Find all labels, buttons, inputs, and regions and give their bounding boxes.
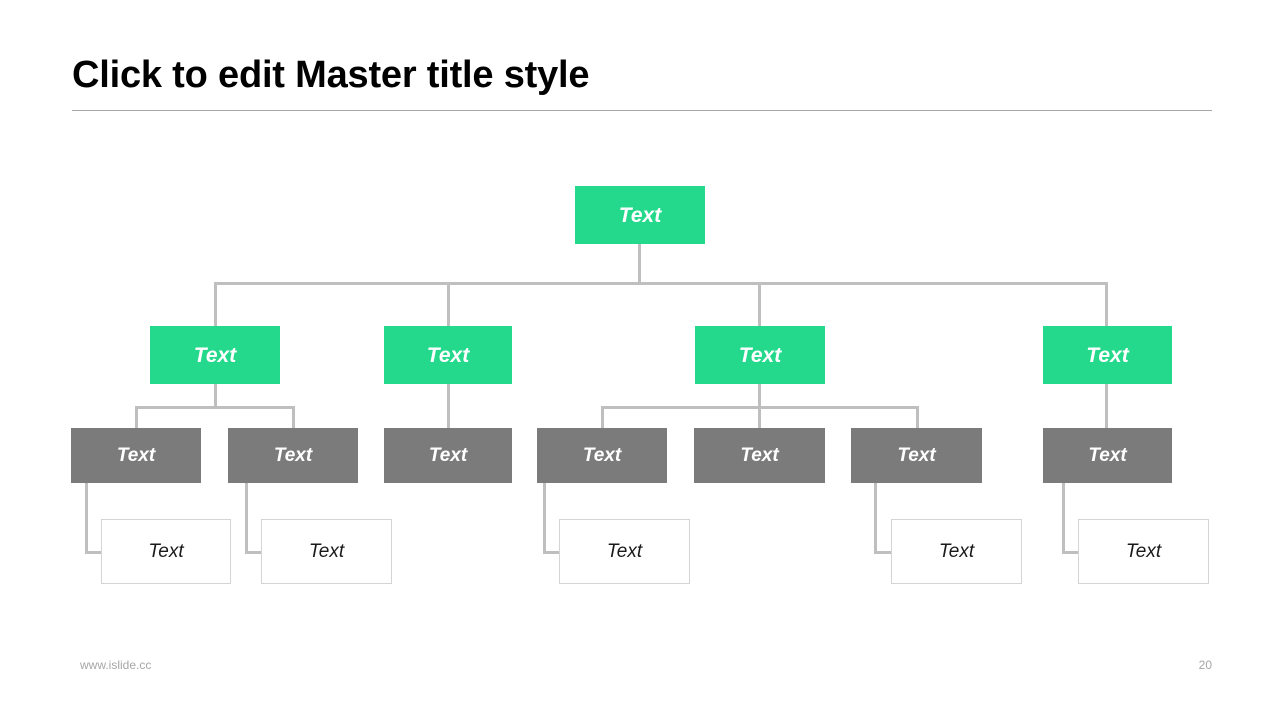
node-level4-3[interactable]: Text [559,519,690,584]
node-level3-4-label: Text [582,445,622,466]
connector-g3-drop-c [916,406,919,428]
connector-leaf2-horizontal [245,551,263,554]
connector-g1-bus [135,406,295,409]
node-level3-4[interactable]: Text [537,428,667,483]
node-level3-7[interactable]: Text [1043,428,1172,483]
connector-leaf2-vertical [245,483,248,553]
connector-g3-drop-a [601,406,604,428]
node-level2-2-label: Text [426,343,470,367]
connector-g1-drop-a [135,406,138,428]
node-level3-1-label: Text [116,445,156,466]
footer-website: www.islide.cc [80,658,152,672]
node-level3-7-label: Text [1088,445,1127,466]
node-level2-4-label: Text [1086,343,1129,367]
connector-leaf5-vertical [1062,483,1065,553]
node-level4-4[interactable]: Text [891,519,1022,584]
node-root-label: Text [618,203,662,227]
connector-leaf1-vertical [85,483,88,553]
node-level4-3-label: Text [606,541,643,562]
node-level3-5[interactable]: Text [694,428,825,483]
connector-leaf4-horizontal [874,551,892,554]
node-level3-6-label: Text [897,445,936,466]
connector-root-stem [638,244,641,284]
title-divider [72,110,1212,111]
connector-leaf1-horizontal [85,551,103,554]
title-placeholder[interactable]: Click to edit Master title style [72,52,1212,98]
connector-level2-drop-4 [1105,282,1108,326]
connector-leaf4-vertical [874,483,877,553]
node-level3-2-label: Text [273,445,313,466]
node-level2-1[interactable]: Text [150,326,280,384]
connector-g1-drop-b [292,406,295,428]
connector-leaf5-horizontal [1062,551,1080,554]
connector-level2-drop-2 [447,282,450,326]
connector-level2-drop-1 [214,282,217,326]
node-level3-3-label: Text [428,445,468,466]
node-level2-1-label: Text [193,343,237,367]
connector-leaf3-vertical [543,483,546,553]
node-level4-1[interactable]: Text [101,519,231,584]
node-root[interactable]: Text [575,186,705,244]
connector-level2-drop-3 [758,282,761,326]
node-level2-2[interactable]: Text [384,326,512,384]
node-level3-3[interactable]: Text [384,428,512,483]
node-level2-3[interactable]: Text [695,326,825,384]
connector-g3-stem [758,384,761,408]
connector-g3-drop-b [758,406,761,428]
node-level2-4[interactable]: Text [1043,326,1172,384]
node-level2-3-label: Text [738,343,782,367]
node-level4-4-label: Text [938,541,975,562]
page-number: 20 [1198,658,1212,672]
connector-leaf3-horizontal [543,551,561,554]
node-level4-5-label: Text [1125,541,1162,562]
connector-level2-bus [214,282,1108,285]
node-level4-5[interactable]: Text [1078,519,1209,584]
node-level3-5-label: Text [740,445,779,466]
node-level3-1[interactable]: Text [71,428,201,483]
node-level3-2[interactable]: Text [228,428,358,483]
page-title: Click to edit Master title style [72,54,590,96]
node-level3-6[interactable]: Text [851,428,982,483]
node-level4-1-label: Text [148,541,184,562]
connector-g2-stem [447,384,450,428]
node-level4-2-label: Text [308,541,345,562]
connector-g1-stem [214,384,217,408]
node-level4-2[interactable]: Text [261,519,392,584]
connector-g4-stem [1105,384,1108,428]
